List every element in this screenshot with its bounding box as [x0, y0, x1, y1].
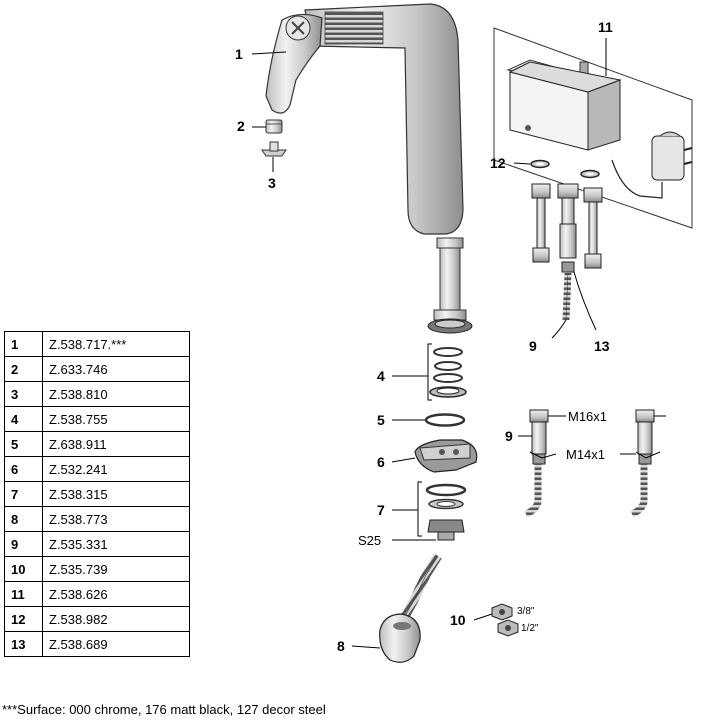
part-number: 11 [4, 581, 43, 607]
spout-body [304, 3, 464, 235]
part-code: Z.633.746 [42, 356, 190, 382]
part-code: Z.535.739 [42, 556, 190, 582]
handle-part-1 [251, 13, 323, 114]
part-code: Z.532.241 [42, 456, 190, 482]
part-code: Z.538.773 [42, 506, 190, 532]
callout-6: 6 [377, 454, 385, 470]
callout-9-upper: 9 [529, 338, 537, 354]
connection-hoses [531, 183, 603, 339]
part-code: Z.638.911 [42, 431, 190, 457]
part-number: 7 [4, 481, 43, 507]
part-code: Z.538.810 [42, 381, 190, 407]
part-code: Z.535.331 [42, 531, 190, 557]
part-code: Z.538.755 [42, 406, 190, 432]
aerator-part-2 [252, 119, 283, 134]
callout-12: 12 [490, 155, 506, 171]
part-number: 5 [4, 431, 43, 457]
part-code: Z.538.717.*** [42, 331, 190, 357]
pullout-hose-part-8 [351, 553, 442, 663]
part-number: 3 [4, 381, 43, 407]
clip-part-3 [261, 141, 287, 172]
part-number: 8 [4, 506, 43, 532]
mounting-pipe [427, 237, 473, 334]
callout-5: 5 [377, 412, 385, 428]
callout-2: 2 [237, 118, 245, 134]
washers-part-12 [513, 159, 600, 179]
part-number: 12 [4, 606, 43, 632]
hose-detail-part-9 [518, 409, 666, 518]
part-number: 13 [4, 631, 43, 657]
part-code: Z.538.626 [42, 581, 190, 607]
thread-label-m16: M16x1 [568, 409, 607, 424]
callout-10: 10 [450, 612, 466, 628]
part-code: Z.538.982 [42, 606, 190, 632]
callout-7: 7 [377, 502, 385, 518]
part-number: 6 [4, 456, 43, 482]
callout-1: 1 [235, 46, 243, 62]
washer-set-part-4 [392, 343, 467, 401]
sealing-ring-part-5 [392, 413, 466, 427]
size-label-three-eighths: 3/8" [517, 606, 535, 617]
nut-set-part-7 [392, 481, 467, 541]
surface-footnote: ***Surface: 000 chrome, 176 matt black, … [2, 702, 326, 717]
control-box-part-11 [493, 27, 693, 229]
callout-11: 11 [598, 19, 613, 35]
part-code: Z.538.315 [42, 481, 190, 507]
part-code: Z.538.689 [42, 631, 190, 657]
callout-9-detail: 9 [505, 428, 513, 444]
size-label-one-half: 1/2" [521, 623, 539, 634]
fixing-plate-part-6 [391, 439, 478, 473]
part-number: 2 [4, 356, 43, 382]
part-number: 4 [4, 406, 43, 432]
part-number: 9 [4, 531, 43, 557]
callout-13: 13 [594, 338, 610, 354]
thread-label-m14: M14x1 [566, 447, 605, 462]
part-number: 1 [4, 331, 43, 357]
callout-s25: S25 [358, 533, 381, 548]
callout-3: 3 [268, 175, 276, 191]
part-number: 10 [4, 556, 43, 582]
callout-8: 8 [337, 638, 345, 654]
nuts-part-10 [473, 603, 519, 637]
callout-4: 4 [377, 368, 385, 384]
